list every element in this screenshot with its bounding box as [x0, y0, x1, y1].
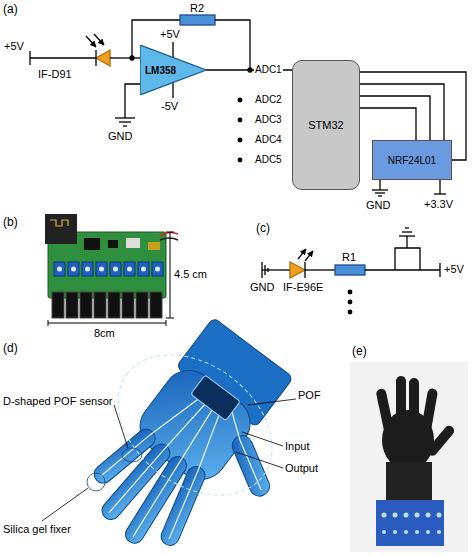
- bus-wire: [360, 84, 444, 140]
- node-label: NRF24L01: [388, 155, 436, 166]
- text-label: +3.3V: [424, 198, 453, 210]
- text-label: GND: [366, 199, 390, 211]
- text-label: R1: [342, 251, 356, 263]
- bus-wire: [360, 108, 416, 140]
- text-label: R2: [190, 2, 204, 14]
- text-label: ADC2: [254, 94, 283, 105]
- text-label: +5V: [160, 28, 180, 40]
- opamp-triangle: LM358: [140, 45, 206, 95]
- text-label: IF-E96E: [283, 281, 323, 293]
- text-label: POF: [298, 389, 321, 401]
- panel-letter: (d): [3, 342, 18, 355]
- text-label: ADC5: [254, 154, 283, 165]
- text-label: ADC4: [254, 134, 283, 145]
- panel-letter: (a): [3, 3, 18, 16]
- text-label: GND: [250, 281, 274, 293]
- panel-letter: (b): [3, 216, 18, 229]
- radio-module-box: NRF24L01: [372, 140, 452, 180]
- pcb-photo: [45, 214, 178, 326]
- text-label: ADC1: [254, 64, 283, 75]
- text-label: Silica gel fixer: [3, 523, 71, 535]
- glove-photo: [350, 362, 468, 552]
- text-label: Input: [285, 440, 309, 452]
- panel-letter: (c): [256, 222, 270, 235]
- glove-illustration: [42, 296, 335, 556]
- text-label: +5V: [4, 40, 24, 52]
- panel-letter: (e): [352, 345, 367, 358]
- bus-wire: [360, 96, 430, 140]
- text-label: D-shaped POF sensor: [3, 395, 112, 407]
- text-label: GND: [108, 130, 132, 142]
- mcu-box: STM32: [292, 60, 360, 190]
- text-label: ADC3: [254, 114, 283, 125]
- led-circuit: [262, 228, 440, 314]
- text-label: +5V: [444, 263, 464, 275]
- text-label: 4.5 cm: [174, 268, 207, 280]
- text-label: 8cm: [94, 327, 115, 339]
- text-label: Output: [285, 462, 318, 474]
- text-label: -5V: [161, 100, 178, 112]
- text-label: IF-D91: [38, 68, 72, 80]
- node-label: STM32: [308, 119, 343, 131]
- node-label: LM358: [145, 65, 176, 76]
